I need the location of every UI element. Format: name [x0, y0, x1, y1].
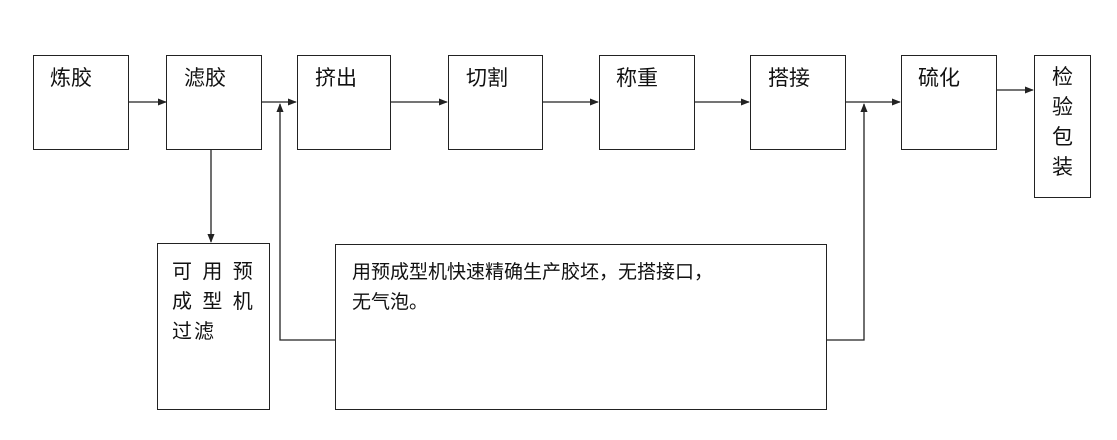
step-label-8: 检 验 包 装	[1052, 65, 1073, 179]
bypass-note-text: 用预成型机快速精确生产胶坯，无搭接口， 无气泡。	[352, 261, 714, 313]
side-note-text: 可 用 预 成 型 机 过滤	[172, 259, 255, 343]
step-label-7: 硫化	[918, 66, 960, 90]
step-label-3: 挤出	[315, 66, 357, 90]
step-box-6: 搭接	[750, 55, 846, 150]
bypass-to-vulcanize	[826, 103, 868, 341]
step-label-4: 切割	[466, 66, 508, 90]
bypass-note-box: 用预成型机快速精确生产胶坯，无搭接口， 无气泡。	[335, 244, 827, 410]
step-box-3: 挤出	[297, 55, 391, 150]
side-note-box: 可 用 预 成 型 机 过滤	[157, 243, 270, 410]
step-label-2: 滤胶	[184, 66, 226, 90]
step-box-4: 切割	[448, 55, 543, 150]
step-box-7: 硫化	[901, 55, 997, 150]
step-label-6: 搭接	[768, 66, 810, 90]
step-label-5: 称重	[616, 66, 658, 90]
step-label-1: 炼胶	[50, 66, 92, 90]
step-box-5: 称重	[599, 55, 695, 150]
step-box-1: 炼胶	[33, 55, 129, 150]
bypass-to-extrude	[276, 103, 335, 341]
step-box-8: 检 验 包 装	[1034, 55, 1091, 198]
step-box-2: 滤胶	[166, 55, 262, 150]
